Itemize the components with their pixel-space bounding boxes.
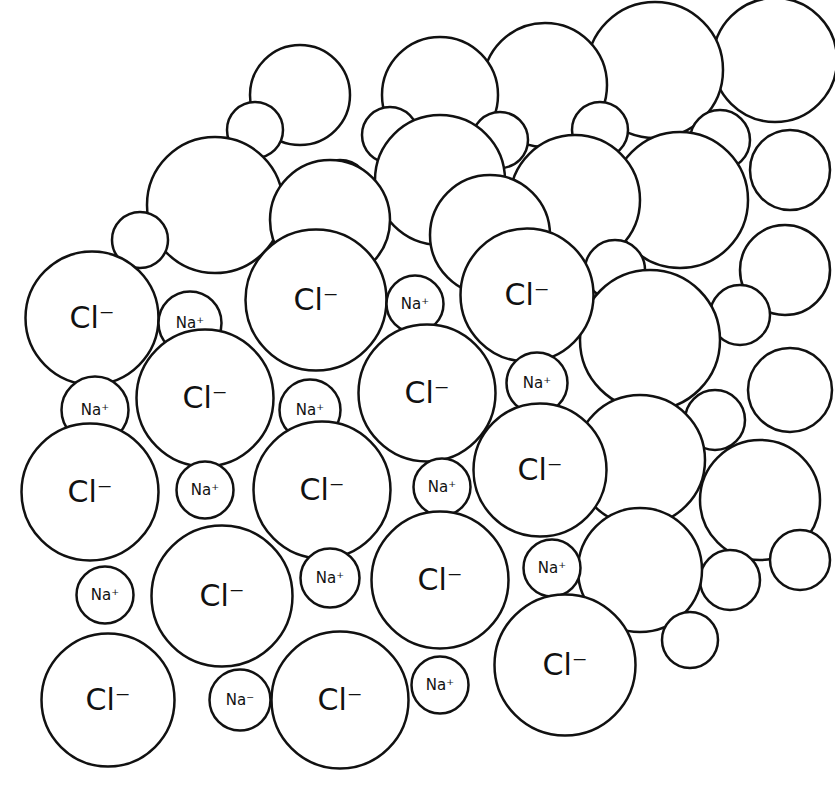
ion-label: Na⁺ xyxy=(191,483,219,498)
ion-sphere xyxy=(301,549,360,608)
ion-label: Cl⁻ xyxy=(542,650,587,680)
ion-circle: Na⁺ xyxy=(522,538,582,598)
ion-label: Na⁺ xyxy=(426,678,454,693)
ion-circle: Cl⁻ xyxy=(24,250,160,386)
ion-label: Cl⁻ xyxy=(182,383,227,413)
ion-sphere xyxy=(474,404,607,537)
ion-sphere xyxy=(210,670,271,731)
ion-circle: Cl⁻ xyxy=(252,420,392,560)
ion-sphere xyxy=(26,252,159,385)
ion-sphere xyxy=(700,550,760,610)
ion-circle: Na⁺ xyxy=(75,565,135,625)
ion-circle: Na⁺ xyxy=(410,655,470,715)
ion-sphere xyxy=(77,567,134,624)
ion-label: Cl⁻ xyxy=(67,477,112,507)
ion-sphere xyxy=(770,530,830,590)
ion-circle: Cl⁻ xyxy=(270,630,410,770)
ion-label: Cl⁻ xyxy=(199,581,244,611)
ion-sphere xyxy=(495,595,636,736)
ion-sphere xyxy=(152,526,293,667)
ion-sphere xyxy=(42,634,175,767)
ion-circle: Na⁻ xyxy=(208,668,272,732)
ion-sphere xyxy=(254,422,391,559)
ion-sphere xyxy=(662,612,718,668)
ion-sphere xyxy=(414,459,471,516)
ion-circle: Cl⁻ xyxy=(20,422,160,562)
ion-label: Cl⁻ xyxy=(293,285,338,315)
ion-circle: Na⁺ xyxy=(299,547,361,609)
ion-sphere xyxy=(524,540,581,597)
ion-label: Cl⁻ xyxy=(299,475,344,505)
ion-sphere xyxy=(748,348,832,432)
ion-circle: Cl⁻ xyxy=(472,402,608,538)
ion-circle: Cl⁻ xyxy=(244,228,388,372)
ion-label: Cl⁻ xyxy=(417,565,462,595)
ion-label: Na⁺ xyxy=(523,376,551,391)
ion-sphere xyxy=(272,632,409,769)
ion-sphere xyxy=(246,230,387,371)
ion-sphere xyxy=(750,130,830,210)
ion-sphere xyxy=(580,270,720,410)
ion-label: Na⁺ xyxy=(538,561,566,576)
ion-circle: Na⁺ xyxy=(412,457,472,517)
ion-sphere xyxy=(359,325,496,462)
ion-circle: Cl⁻ xyxy=(135,328,275,468)
ion-circle: Cl⁻ xyxy=(150,524,294,668)
ion-label: Na⁺ xyxy=(401,297,429,312)
ion-label: Cl⁻ xyxy=(317,685,362,715)
ion-label: Cl⁻ xyxy=(504,280,549,310)
ion-circle: Cl⁻ xyxy=(357,323,497,463)
ion-circle: Cl⁻ xyxy=(459,227,595,363)
ion-label: Cl⁻ xyxy=(69,303,114,333)
ion-circle: Na⁺ xyxy=(175,460,235,520)
ion-sphere xyxy=(713,0,835,122)
ion-label: Na⁺ xyxy=(428,480,456,495)
ion-sphere xyxy=(372,512,509,649)
ion-label: Cl⁻ xyxy=(517,455,562,485)
ion-label: Cl⁻ xyxy=(404,378,449,408)
ion-label: Na⁺ xyxy=(176,316,204,331)
ion-label: Na⁺ xyxy=(316,571,344,586)
ion-sphere xyxy=(22,424,159,561)
ion-circle: Cl⁻ xyxy=(493,593,637,737)
ion-sphere xyxy=(461,229,594,362)
ion-label: Cl⁻ xyxy=(85,685,130,715)
ion-sphere xyxy=(177,462,234,519)
ion-label: Na⁺ xyxy=(81,403,109,418)
ion-sphere xyxy=(412,657,469,714)
ion-label: Na⁻ xyxy=(226,693,254,708)
ion-label: Na⁺ xyxy=(91,588,119,603)
ion-circle: Cl⁻ xyxy=(370,510,510,650)
ion-circle: Cl⁻ xyxy=(40,632,176,768)
ion-sphere xyxy=(137,330,274,467)
ion-label: Na⁺ xyxy=(296,403,324,418)
